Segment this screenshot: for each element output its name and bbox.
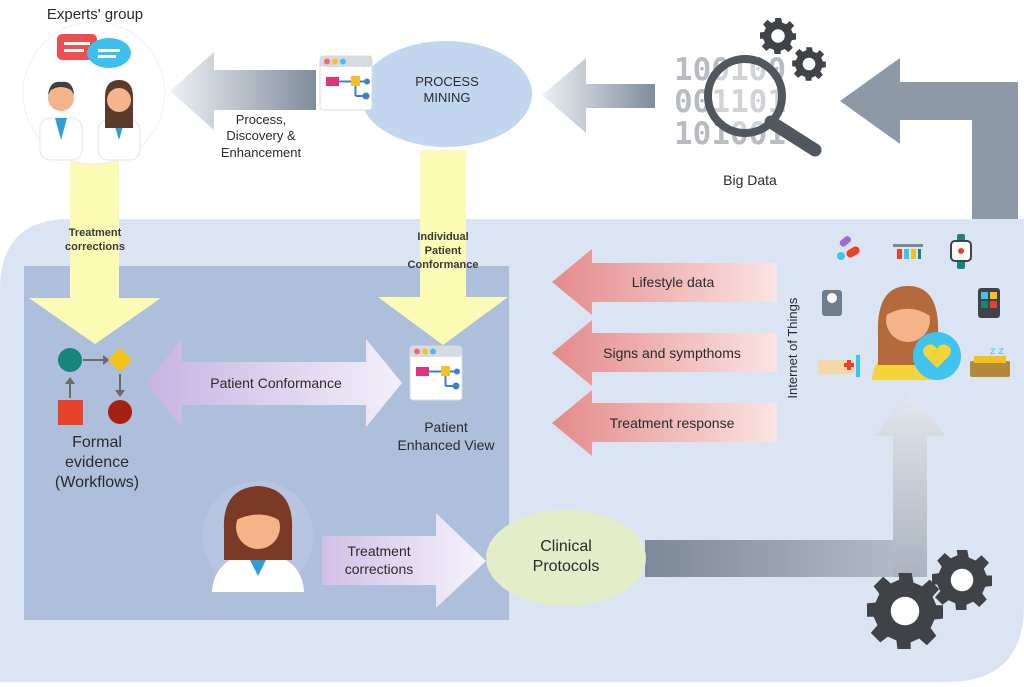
treatment-corrections-top-label: Treatment corrections — [65, 227, 125, 253]
food-icon — [893, 244, 923, 259]
bed-icon: z z — [970, 346, 1010, 377]
clinical-protocols-ellipse — [486, 510, 646, 606]
clinical-protocols-label: Clinical Protocols — [532, 538, 600, 575]
formal-evidence-label: Formal evidence (Workflows) — [54, 434, 140, 491]
signs-symptoms-label: Signs and sympthoms — [603, 345, 741, 361]
treatment-response-label: Treatment response — [609, 415, 735, 431]
response-arrow — [552, 390, 777, 456]
process-discovery-label: Process, Discovery & Enhancement — [220, 112, 302, 160]
big-data-illustration: 100100 001101 101001 — [674, 18, 826, 157]
patient-conformance-arrow — [146, 339, 402, 427]
iot-to-bigdata-arrow-head — [840, 58, 1018, 219]
svg-text:z z: z z — [990, 346, 1004, 357]
process-mining-label: PROCESS MINING — [415, 74, 479, 106]
bigdata-to-mining-arrow — [542, 58, 655, 133]
experts-to-workflow-arrow — [29, 150, 161, 344]
process-mining-ellipse — [360, 41, 532, 147]
iot-patient-illustration — [872, 286, 961, 380]
mining-to-experts-arrow — [170, 52, 316, 130]
mining-to-patient-arrow — [378, 150, 508, 345]
patient-enhanced-view-label: Patient Enhanced View — [397, 419, 495, 453]
workflow-icon — [58, 348, 132, 425]
smartwatch-icon — [950, 234, 972, 269]
lifestyle-data-label: Lifestyle data — [631, 274, 715, 290]
process-map-icon — [319, 55, 373, 111]
gear-icon — [792, 47, 826, 81]
big-data-label: Big Data — [723, 172, 777, 188]
patient-conformance-label: Patient Conformance — [210, 375, 342, 391]
gear-icon — [760, 18, 796, 54]
doctor-to-protocols-arrow — [322, 513, 486, 608]
treatment-corrections-bottom-label: Treatment corrections — [344, 543, 414, 577]
protocols-to-iot-arrow-up — [875, 392, 945, 577]
experts-group-label: Experts' group — [46, 6, 144, 23]
experts-group-illustration — [22, 21, 166, 165]
gear-icon — [932, 550, 992, 610]
tablet-icon — [978, 288, 1000, 318]
patient-process-icon — [409, 345, 463, 401]
internet-of-things-label: Internet of Things — [784, 297, 800, 399]
gear-icon — [867, 573, 943, 649]
pills-icon — [837, 236, 860, 260]
binary-row-2: 001101 — [674, 84, 786, 120]
scale-icon — [822, 290, 842, 316]
lifestyle-arrow — [552, 249, 777, 315]
individual-patient-conformance-label: Individual Patient Conformance — [407, 231, 479, 271]
signs-arrow — [552, 320, 777, 386]
medical-bed-icon — [818, 355, 860, 377]
physician-illustration — [203, 481, 313, 592]
heart-icon — [923, 344, 951, 368]
